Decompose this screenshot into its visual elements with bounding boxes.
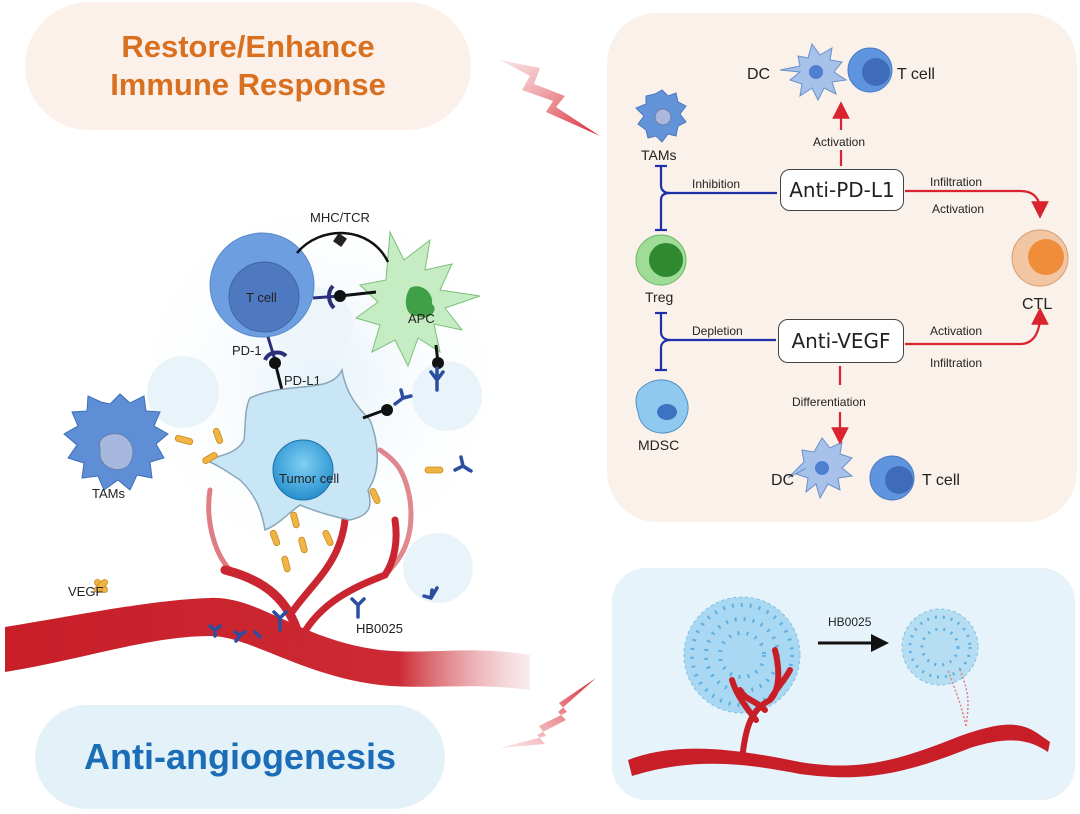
hb0025-label: HB0025	[356, 621, 403, 636]
immune-heading-line-1: Restore/Enhance	[121, 29, 375, 64]
tumor-cell-label: Tumor cell	[279, 471, 339, 486]
regressed-tumor-icon	[901, 608, 979, 727]
dc-top-label: DC	[747, 66, 770, 83]
edge-label-infiltration-1: Infiltration	[930, 175, 982, 189]
edge-label-infiltration-2: Infiltration	[930, 356, 982, 370]
immune-heading-line-2: Immune Response	[110, 67, 386, 102]
edge-label-depletion: Depletion	[692, 324, 743, 338]
t-cell-bottom-label: T cell	[922, 472, 960, 489]
lightning-bolt-bottom-icon	[500, 678, 596, 748]
pd1-label: PD-1	[232, 343, 262, 358]
treg-label: Treg	[645, 289, 673, 305]
mhc-tcr-label: MHC/TCR	[310, 210, 370, 225]
activation-connectors	[831, 101, 1049, 445]
immune-response-heading: Restore/Enhance Immune Response	[25, 2, 471, 130]
anti-angiogenesis-heading: Anti-angiogenesis	[35, 705, 445, 809]
angiogenesis-diagram: HB0025	[628, 596, 1050, 778]
lightning-bolt-top-icon	[500, 60, 600, 136]
tams-label: TAMs	[92, 486, 125, 501]
vascularized-tumor-icon	[683, 596, 801, 763]
mechanism-diagram: DC T cell TAMs Treg MDSC CTL DC T cell	[635, 42, 1069, 501]
tams-node-label: TAMs	[641, 147, 677, 163]
anti-pdl1-label: Anti-PD-L1	[789, 178, 895, 202]
vegf-molecules	[94, 427, 444, 593]
t-cell-top-label: T cell	[897, 66, 935, 83]
mdsc-label: MDSC	[638, 437, 679, 453]
anti-vegf-node: Anti-VEGF	[778, 319, 904, 363]
edge-label-inhibition: Inhibition	[692, 177, 740, 191]
apc-label: APC	[408, 311, 435, 326]
ctl-label: CTL	[1022, 296, 1052, 313]
dc-bottom-label: DC	[771, 472, 794, 489]
t-cell-label: T cell	[246, 290, 277, 305]
edge-label-activation-2: Activation	[930, 324, 982, 338]
treatment-arrow-label: HB0025	[828, 615, 872, 629]
hb0025-antibodies	[208, 366, 473, 643]
vegf-label: VEGF	[68, 584, 103, 599]
edge-label-activation-up: Activation	[813, 135, 865, 149]
edge-label-differentiation: Differentiation	[792, 395, 866, 409]
edge-label-activation-1: Activation	[932, 202, 984, 216]
anti-pdl1-node: Anti-PD-L1	[780, 169, 904, 211]
anti-vegf-label: Anti-VEGF	[791, 329, 891, 353]
pdl1-label: PD-L1	[284, 373, 321, 388]
tumor-microenvironment-illustration: TAMs T cell APC MHC/TCR PD-1 PD-L1 Tumor…	[5, 180, 530, 690]
inhibition-connectors	[655, 164, 777, 372]
angio-heading-text: Anti-angiogenesis	[83, 736, 397, 777]
blood-vessel	[5, 597, 530, 690]
